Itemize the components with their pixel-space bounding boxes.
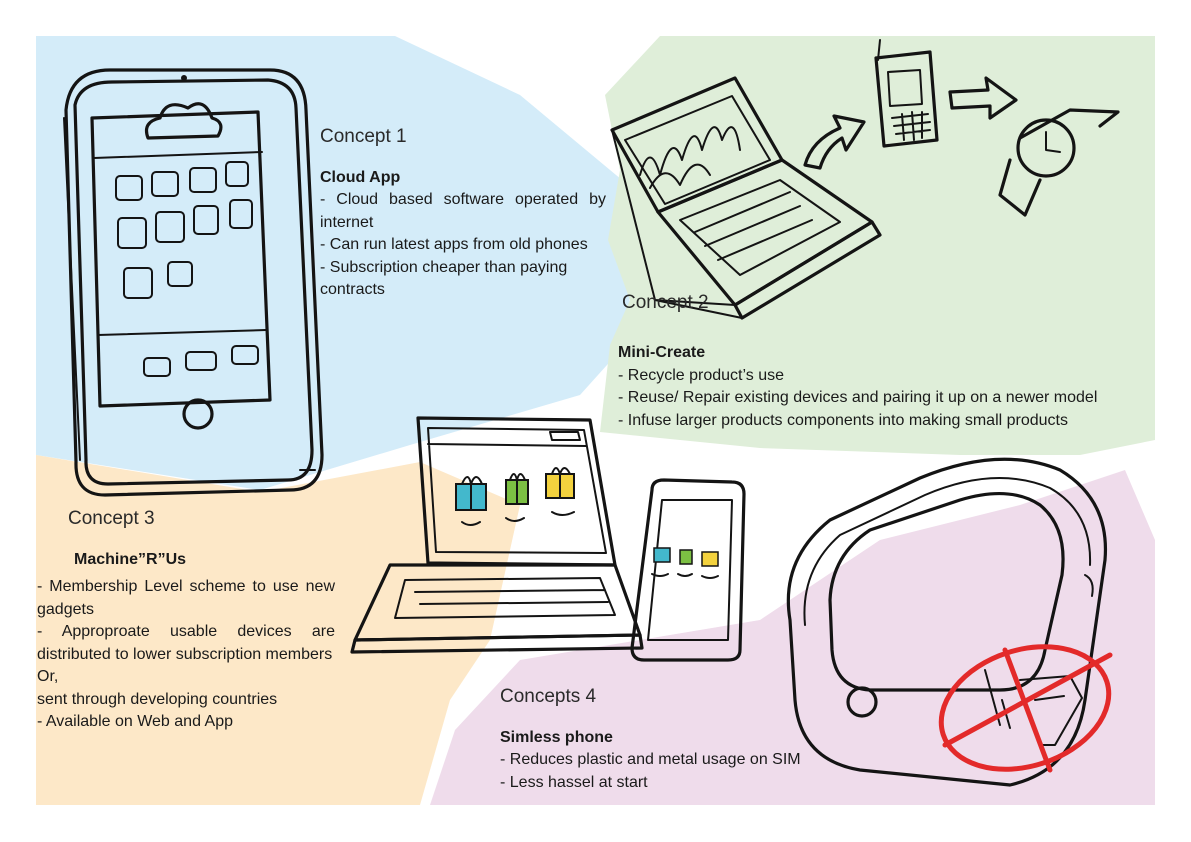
- concept4-title: Concepts 4: [500, 686, 597, 707]
- concept2-line: - Reuse/ Repair existing devices and pai…: [618, 389, 1098, 406]
- gift-icon: [455, 476, 487, 511]
- concept3-line: sent through developing countries: [37, 690, 278, 708]
- no-sim-icon: [938, 644, 1113, 773]
- concept2-block: Mini-Create - Recycle product’s use - Re…: [618, 342, 1138, 432]
- arrow-icon: [948, 76, 1018, 120]
- gift-icon: [545, 467, 575, 499]
- laptop-sketch-icon: [610, 76, 882, 320]
- concept2-title: Concept 2: [622, 292, 709, 313]
- concept2-title-block: Concept 2: [622, 292, 709, 333]
- concept4-line: - Reduces plastic and metal usage on SIM: [500, 751, 801, 768]
- concept4-heading: Simless phone: [500, 728, 613, 746]
- concept3-line: Or,: [37, 668, 59, 685]
- concept1-block: Concept 1 Cloud App - Cloud based softwa…: [320, 126, 606, 302]
- concept3-heading: Machine”R”Us: [74, 550, 187, 568]
- concept1-line: - Can run latest apps from old phones: [320, 236, 588, 253]
- cloud-icon: [144, 102, 223, 140]
- concept3-block: Concept 3 Machine”R”Us: [68, 508, 336, 571]
- concept1-line: - Cloud based software operated by inter…: [320, 191, 606, 231]
- flip-phone-icon: [874, 39, 939, 148]
- concept3-line: - Approproate usable devices are distrib…: [37, 623, 335, 663]
- concept2-line: - Recycle product’s use: [618, 366, 784, 384]
- concept4-block: Concepts 4 Simless phone - Reduces plast…: [500, 686, 860, 794]
- smartphone-sketch-icon: [63, 68, 324, 497]
- gift-icon: [701, 551, 719, 567]
- concept3-line: - Membership Level scheme to use new gad…: [37, 578, 335, 618]
- smartwatch-icon: [998, 108, 1120, 217]
- concept2-line: - Infuse larger products components into…: [618, 411, 1068, 429]
- concept2-heading: Mini-Create: [618, 344, 706, 361]
- phone-shop-icon: [630, 478, 746, 662]
- concept1-heading: Cloud App: [320, 168, 401, 186]
- laptop-shop-icon: [350, 416, 644, 654]
- concept3-title: Concept 3: [68, 508, 155, 529]
- concept3-line: - Available on Web and App: [37, 713, 233, 730]
- arrow-icon: [803, 114, 866, 170]
- blue-region: [36, 36, 640, 490]
- concept4-line: - Less hassel at start: [500, 773, 648, 791]
- concept1-line: - Subscription cheaper than paying contr…: [320, 258, 568, 299]
- gift-icon: [505, 473, 529, 505]
- concept1-title: Concept 1: [320, 126, 407, 147]
- concept3-lines: - Membership Level scheme to use new gad…: [37, 576, 335, 734]
- gift-icon: [679, 549, 693, 565]
- peach-region: [36, 455, 520, 805]
- simless-phone-icon: [786, 457, 1108, 787]
- gift-icon: [653, 547, 671, 563]
